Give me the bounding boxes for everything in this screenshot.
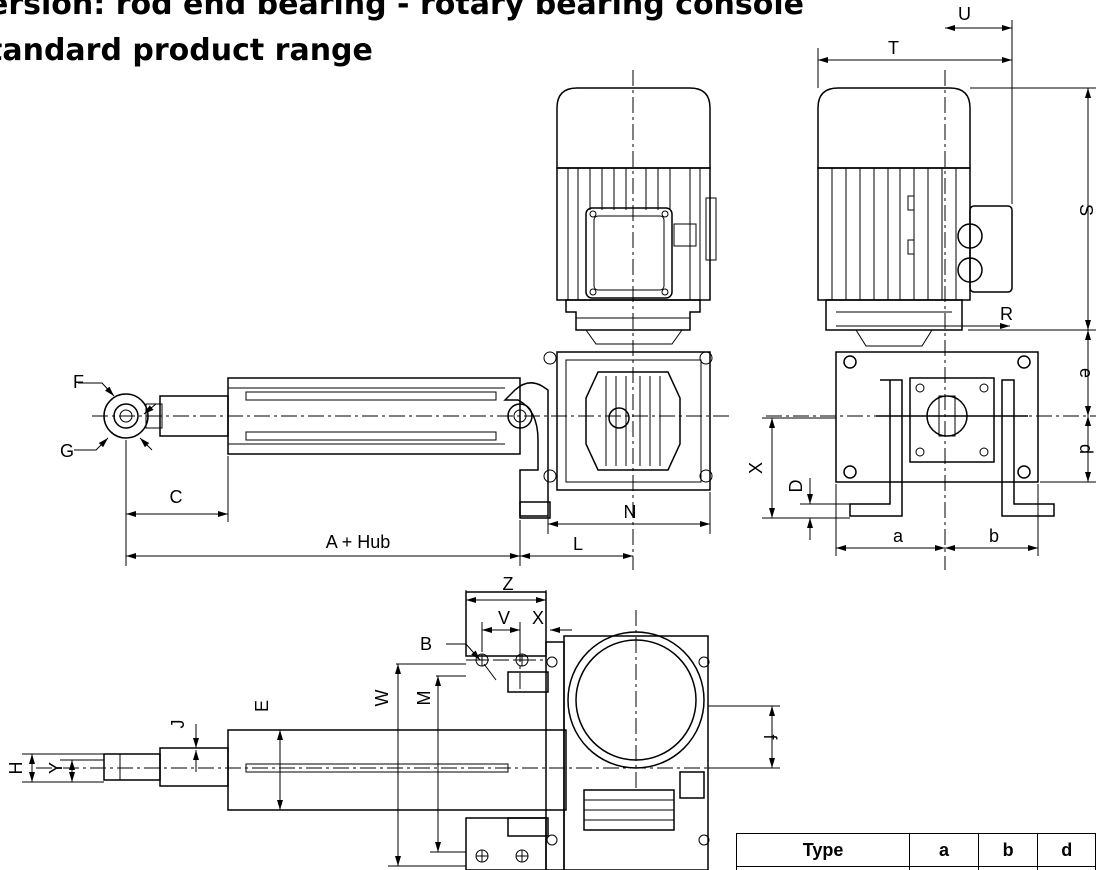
- label-A-hub: A + Hub: [326, 532, 391, 552]
- mounting-plate-bottom: [465, 817, 547, 870]
- label-Y: Y: [46, 762, 66, 774]
- label-R: R: [1000, 304, 1013, 324]
- side-gearbox: [835, 351, 1039, 483]
- label-U: U: [958, 4, 971, 24]
- title-line-1: ersion: rod end bearing - rotary bearing…: [0, 0, 805, 22]
- side-view: U T R a b S e d X D: [746, 4, 1096, 570]
- top-gearbox: [563, 635, 709, 870]
- page-title: ersion: rod end bearing - rotary bearing…: [0, 0, 804, 74]
- label-X: X: [746, 462, 766, 474]
- cable-gland: [673, 223, 697, 247]
- label-S: S: [1076, 204, 1096, 216]
- table-header-b: b: [977, 833, 1039, 867]
- label-E: E: [252, 700, 272, 712]
- label-X-top: X: [532, 608, 544, 628]
- label-b: b: [989, 526, 999, 546]
- side-flange: [825, 299, 963, 331]
- top-piston-rod: [159, 747, 229, 787]
- label-a: a: [893, 526, 904, 546]
- label-B: B: [420, 634, 432, 654]
- motor-flange: [565, 299, 701, 331]
- top-rod-end: [103, 753, 161, 781]
- table-row: [735, 866, 1096, 870]
- label-f: f: [760, 734, 780, 740]
- side-terminal-box: [969, 205, 1013, 293]
- label-e: e: [1076, 368, 1096, 378]
- side-plate: [705, 197, 717, 261]
- motor-fins: [567, 168, 701, 300]
- label-J: J: [168, 720, 188, 729]
- side-motor-body: [817, 167, 971, 301]
- label-V: V: [498, 608, 510, 628]
- label-Z: Z: [503, 574, 514, 594]
- side-motor-cap: [817, 87, 971, 169]
- type-table: Type a b d: [735, 833, 1096, 870]
- right-console: [1001, 379, 1055, 517]
- label-N: N: [624, 502, 637, 522]
- table-header-a: a: [909, 833, 979, 867]
- label-L: L: [573, 534, 583, 554]
- worm-housing: [585, 371, 681, 471]
- label-W: W: [372, 690, 392, 707]
- title-line-2: tandard product range: [0, 33, 373, 68]
- terminal-box-inner: [593, 215, 665, 291]
- table-header-type: Type: [735, 833, 911, 867]
- label-d: d: [1076, 444, 1096, 454]
- label-G: G: [60, 441, 74, 461]
- label-C: C: [170, 487, 183, 507]
- label-T: T: [888, 38, 899, 58]
- terminal-box: [585, 207, 673, 299]
- console-bracket: [503, 382, 549, 517]
- side-output-flange: [909, 377, 995, 463]
- motor-cap: [556, 87, 711, 169]
- label-H: H: [6, 762, 26, 775]
- table-header-row: Type a b d: [735, 833, 1096, 867]
- top-view: Z V X B W M E J H Y f: [6, 574, 780, 870]
- table-header-d: d: [1037, 833, 1096, 867]
- top-outer-tube: [227, 729, 567, 811]
- label-M: M: [414, 691, 434, 706]
- label-D: D: [786, 480, 806, 493]
- gear-fins: [605, 376, 661, 466]
- left-console: [849, 379, 903, 517]
- front-view: F G C A + Hub L N: [60, 70, 730, 570]
- label-F: F: [73, 372, 84, 392]
